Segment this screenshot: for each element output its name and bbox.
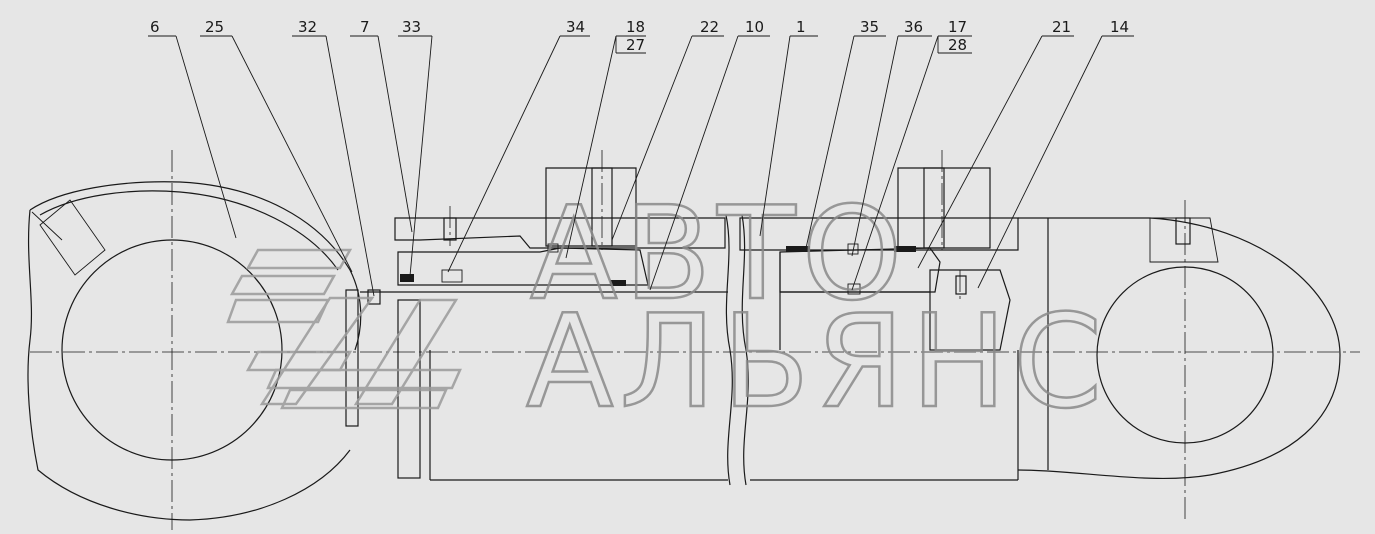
callout-22: 22 [611,18,724,241]
callout-33: 33 [398,18,433,277]
callout-leader [409,35,433,277]
watermark-top-text: АВТО [530,180,908,329]
callout-label: 22 [700,18,719,36]
callout-leader [325,35,375,297]
callout-label: 7 [360,18,370,36]
callout-leader [649,35,739,291]
callout-leader [447,35,561,273]
watermark-logo [226,248,462,410]
callout-leader [917,35,1043,269]
watermark-bottom-text: АЛЬЯНС [526,288,1108,437]
callout-label: 35 [860,18,879,36]
callout-leader [977,35,1103,289]
callout-leader [565,35,617,259]
callout-label: 14 [1110,18,1129,36]
callout-21: 21 [917,18,1074,269]
callout-6: 6 [148,18,237,239]
callout-label: 33 [402,18,421,36]
callout-label: 17 [948,18,967,36]
callout-leader [851,35,899,257]
callout-label: 25 [205,18,224,36]
callout-sub-label: 28 [948,36,967,54]
callout-32: 32 [292,18,375,297]
callout-label: 32 [298,18,317,36]
callout-25: 25 [200,18,353,273]
callout-sub-label: 27 [626,36,645,54]
callout-36: 36 [851,18,932,257]
callout-leader [231,35,353,273]
callout-leader [851,35,939,291]
callout-34: 34 [447,18,590,273]
callout-label: 10 [745,18,764,36]
callout-35: 35 [805,18,886,249]
callout-label: 21 [1052,18,1071,36]
callout-label: 34 [566,18,585,36]
callout-label: 18 [626,18,645,36]
callout-label: 1 [796,18,806,36]
callout-label: 36 [904,18,923,36]
watermark: АВТО АЛЬЯНС [226,179,1108,438]
callout-leader [759,35,791,237]
callout-10: 10 [649,18,770,291]
callout-leader [377,35,413,233]
center-lines [30,150,1360,530]
callout-14: 14 [977,18,1134,289]
callout-1: 1 [759,18,818,237]
callout-label: 6 [150,18,160,36]
callout-leader [175,35,237,239]
callout-leader [611,35,693,241]
callout-leader [805,35,855,249]
callout-7: 7 [350,18,413,233]
